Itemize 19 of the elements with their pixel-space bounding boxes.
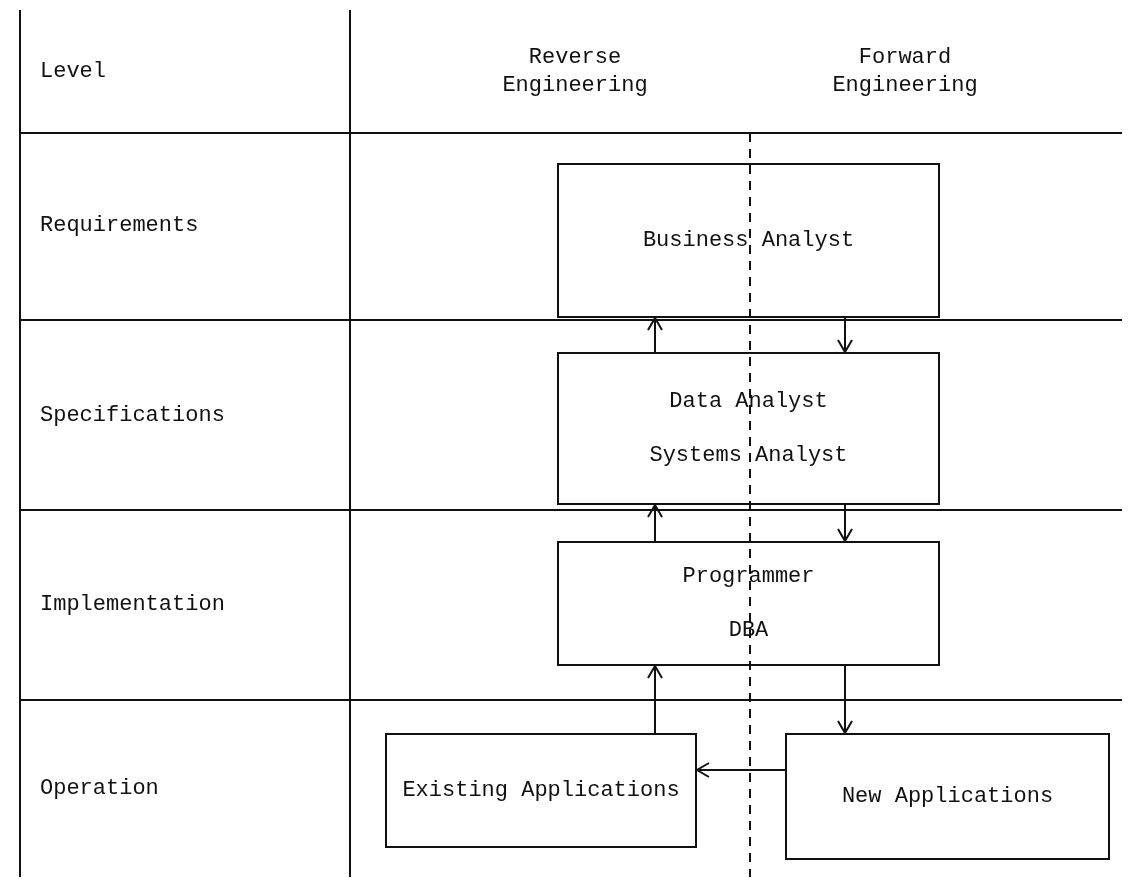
arrow (647, 317, 663, 353)
arrow (647, 504, 663, 542)
row-header: Implementation (40, 591, 226, 619)
column-header: Level (40, 58, 107, 86)
role-box (557, 352, 940, 505)
arrow (696, 762, 786, 778)
role-box (557, 163, 940, 318)
row-header: Requirements (40, 212, 200, 240)
arrow (837, 317, 853, 353)
column-header: Forward Engineering (831, 44, 979, 99)
role-box (557, 541, 940, 666)
row-header: Operation (40, 775, 160, 803)
row-header: Specifications (40, 402, 226, 430)
arrow (647, 665, 663, 734)
arrow (837, 665, 853, 734)
role-box (785, 733, 1110, 860)
arrow (837, 504, 853, 542)
role-box (385, 733, 697, 848)
column-header: Reverse Engineering (501, 44, 649, 99)
